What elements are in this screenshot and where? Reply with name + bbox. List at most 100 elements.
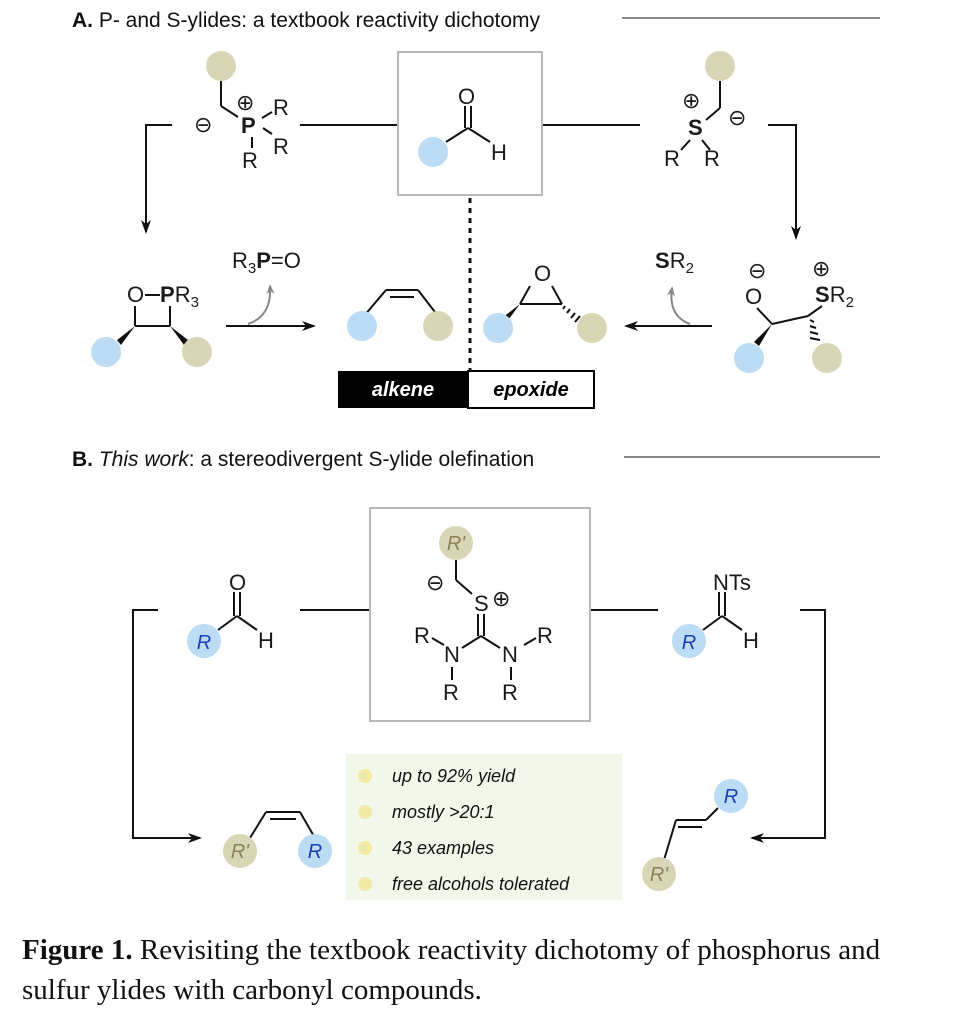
hydrogen-atom: H bbox=[258, 628, 274, 653]
aldehyde-box: O H bbox=[397, 51, 543, 196]
epoxide-tag bbox=[467, 370, 595, 409]
oxaphosphetane: O PR3 bbox=[91, 282, 212, 367]
blue-substituent-ball bbox=[734, 343, 764, 373]
blue-substituent-ball bbox=[187, 624, 221, 658]
byproduct-arrow bbox=[247, 284, 275, 325]
oxygen-atom: O bbox=[229, 570, 246, 595]
plus-charge: ⊕ bbox=[236, 90, 254, 115]
r-prime-label: R' bbox=[650, 864, 669, 886]
nitrogen-atom: N bbox=[444, 642, 460, 667]
minus-charge: ⊖ bbox=[748, 258, 766, 283]
feature-text: up to 92% yield bbox=[392, 765, 516, 786]
blue-substituent-ball bbox=[418, 137, 448, 167]
caption-label: Figure 1. bbox=[22, 934, 133, 966]
blue-substituent-ball bbox=[672, 624, 706, 658]
blue-substituent-ball bbox=[483, 313, 513, 343]
e-alkene-product-b: R R' bbox=[642, 779, 748, 891]
olive-substituent-ball bbox=[577, 313, 607, 343]
r-label: R bbox=[242, 148, 258, 173]
feature-item: mostly >20:1 bbox=[346, 794, 622, 830]
section-b-letter: B. bbox=[72, 448, 93, 471]
olive-substituent-ball bbox=[439, 526, 473, 560]
blue-substituent-ball bbox=[91, 337, 121, 367]
feature-item: 43 examples bbox=[346, 830, 622, 866]
section-a-title: P- and S-ylides: a textbook reactivity d… bbox=[93, 9, 541, 32]
phosphorus-atom: P bbox=[241, 113, 256, 138]
r-label: R bbox=[704, 146, 720, 171]
aldehyde-b: R O H bbox=[187, 570, 274, 658]
r-label: R bbox=[682, 632, 696, 654]
minus-charge: ⊖ bbox=[728, 105, 746, 130]
r-label: R bbox=[502, 680, 518, 705]
section-a-header: A. P- and S-ylides: a textbook reactivit… bbox=[72, 9, 880, 32]
caption-text: Revisiting the textbook reactivity dicho… bbox=[22, 934, 881, 1006]
z-alkene-product-b: R' R bbox=[223, 811, 332, 868]
nts-label: NTs bbox=[713, 570, 751, 595]
sulfur-atom: S bbox=[474, 591, 489, 616]
z-alkene-product bbox=[347, 289, 453, 341]
arrow-to-z-alkene bbox=[132, 609, 202, 843]
nitrogen-atom: N bbox=[502, 642, 518, 667]
section-b-title-rest: : a stereodivergent S-ylide olefination bbox=[189, 448, 535, 471]
section-b-header: B. This work: a stereodivergent S-ylide … bbox=[72, 448, 880, 471]
bullet-dot-icon bbox=[358, 805, 372, 819]
minus-charge: ⊖ bbox=[194, 112, 212, 137]
plus-charge: ⊕ bbox=[682, 88, 700, 113]
olive-substituent-ball bbox=[206, 51, 236, 81]
r-label: R bbox=[664, 146, 680, 171]
bullet-dot-icon bbox=[358, 841, 372, 855]
imine-b: R NTs H bbox=[672, 570, 759, 658]
plus-charge: ⊕ bbox=[492, 586, 510, 611]
r-label: R bbox=[308, 841, 322, 863]
feature-text: free alcohols tolerated bbox=[392, 873, 570, 894]
minus-charge: ⊖ bbox=[426, 570, 444, 595]
r-prime-label: R' bbox=[447, 533, 466, 555]
hydrogen-atom: H bbox=[491, 140, 507, 165]
betaine-intermediate: ⊖ O ⊕ SR2 bbox=[734, 256, 854, 373]
figure-scheme: A. P- and S-ylides: a textbook reactivit… bbox=[72, 9, 880, 900]
feature-item: up to 92% yield bbox=[346, 758, 622, 794]
alkene-tag bbox=[338, 371, 468, 408]
p-ylide: ⊖ ⊕ P R R R bbox=[194, 51, 289, 173]
svg-text:PR3: PR3 bbox=[160, 282, 199, 311]
arrow-right-down bbox=[768, 124, 801, 240]
byproduct-arrow bbox=[666, 286, 691, 325]
feature-text: 43 examples bbox=[392, 837, 495, 858]
feature-item: free alcohols tolerated bbox=[346, 866, 622, 902]
sulfide-label: SR2 bbox=[655, 248, 694, 277]
alkene-tag-label: alkene bbox=[372, 379, 434, 401]
features-list: up to 92% yield mostly >20:1 43 examples fr… bbox=[346, 758, 622, 902]
epoxide-product: O bbox=[483, 261, 607, 343]
plus-charge: ⊕ bbox=[812, 256, 830, 281]
figure-caption: Figure 1. Revisiting the textbook reacti… bbox=[22, 930, 952, 1010]
olive-substituent-ball bbox=[705, 51, 735, 81]
oxygen-atom: O bbox=[458, 84, 475, 109]
arrow-to-e-alkene bbox=[750, 609, 826, 843]
oxygen-atom: O bbox=[534, 261, 551, 286]
svg-text:A. P- and S-ylides: a textbook: A. P- and S-ylides: a textbook reactivit… bbox=[72, 9, 541, 32]
blue-substituent-ball bbox=[298, 834, 332, 868]
epoxide-tag-label: epoxide bbox=[493, 379, 569, 401]
outcome-tags: alkene epoxide bbox=[338, 370, 595, 409]
phosphine-oxide-label: R3P=O bbox=[232, 248, 301, 277]
r-prime-label: R' bbox=[231, 841, 250, 863]
r-label: R bbox=[724, 786, 738, 808]
blue-substituent-ball bbox=[714, 779, 748, 813]
s-ylide: ⊕ ⊖ S R R bbox=[664, 51, 746, 171]
reagent-box: R' ⊖ S ⊕ N N R R R R bbox=[369, 507, 591, 722]
sr2-label: SR2 bbox=[815, 282, 854, 311]
r-label: R bbox=[273, 95, 289, 120]
sulfur-atom: S bbox=[688, 115, 703, 140]
olive-substituent-ball bbox=[182, 337, 212, 367]
hydrogen-atom: H bbox=[743, 628, 759, 653]
r-label: R bbox=[537, 623, 553, 648]
section-a-letter: A. bbox=[72, 9, 93, 32]
r-label: R bbox=[197, 632, 211, 654]
blue-substituent-ball bbox=[347, 311, 377, 341]
olive-substituent-ball bbox=[642, 857, 676, 891]
section-b-title-italic: This work bbox=[99, 448, 190, 471]
r-label: R bbox=[273, 134, 289, 159]
oxygen-atom: O bbox=[745, 284, 762, 309]
features-panel bbox=[346, 754, 622, 900]
svg-text:B. This work: a stereodivergen: B. This work: a stereodivergent S-ylide … bbox=[72, 448, 534, 471]
